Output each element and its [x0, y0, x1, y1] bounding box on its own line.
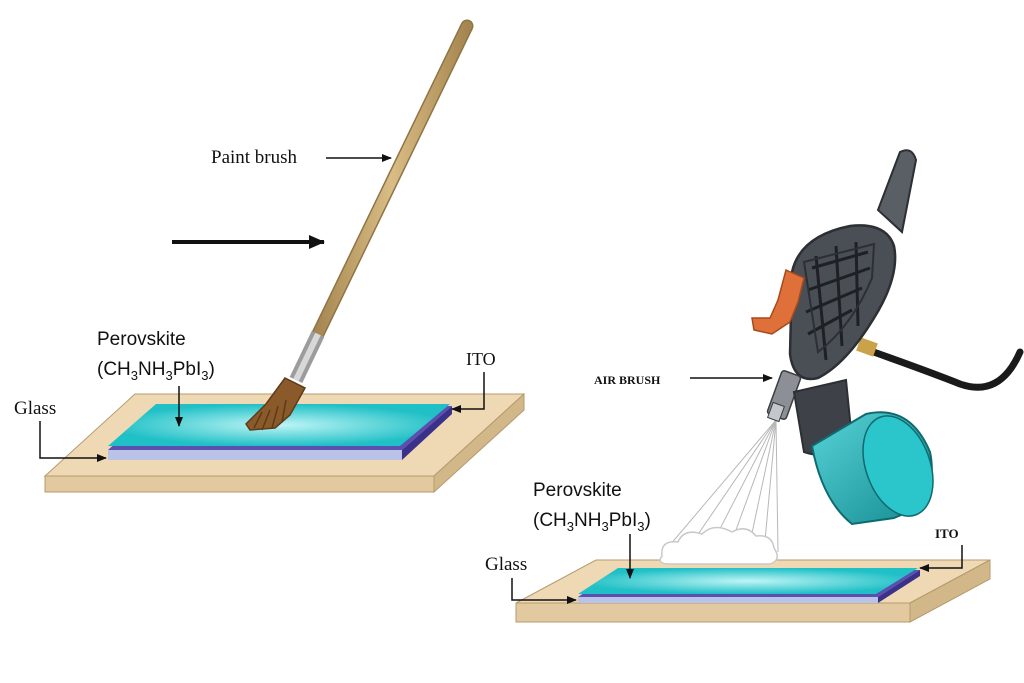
spray-cloud	[659, 526, 778, 565]
air-brush-label: AIR BRUSH	[594, 373, 661, 387]
paint-brush-label: Paint brush	[211, 147, 298, 168]
right-perovskite-label: Perovskite	[533, 480, 622, 501]
left-glass-label: Glass	[14, 398, 56, 419]
left-ito-label: ITO	[466, 349, 496, 369]
left-glass-pointer	[39, 421, 107, 462]
right-glass-pointer	[511, 578, 577, 604]
right-ito-pointer	[919, 545, 963, 572]
left-ito-pointer	[451, 372, 485, 413]
paint-brush-icon	[245, 19, 474, 431]
air-brush-icon	[751, 149, 1024, 526]
right-ito-label: ITO	[935, 526, 959, 541]
right-perovskite-formula: (CH3NH3PbI3)	[533, 510, 651, 534]
right-perovskite-layer	[578, 568, 918, 594]
left-perovskite-label: Perovskite	[97, 329, 186, 350]
left-perovskite-formula: (CH3NH3PbI3)	[97, 359, 215, 383]
spray-cone	[663, 419, 779, 553]
right-glass-label: Glass	[485, 554, 527, 575]
